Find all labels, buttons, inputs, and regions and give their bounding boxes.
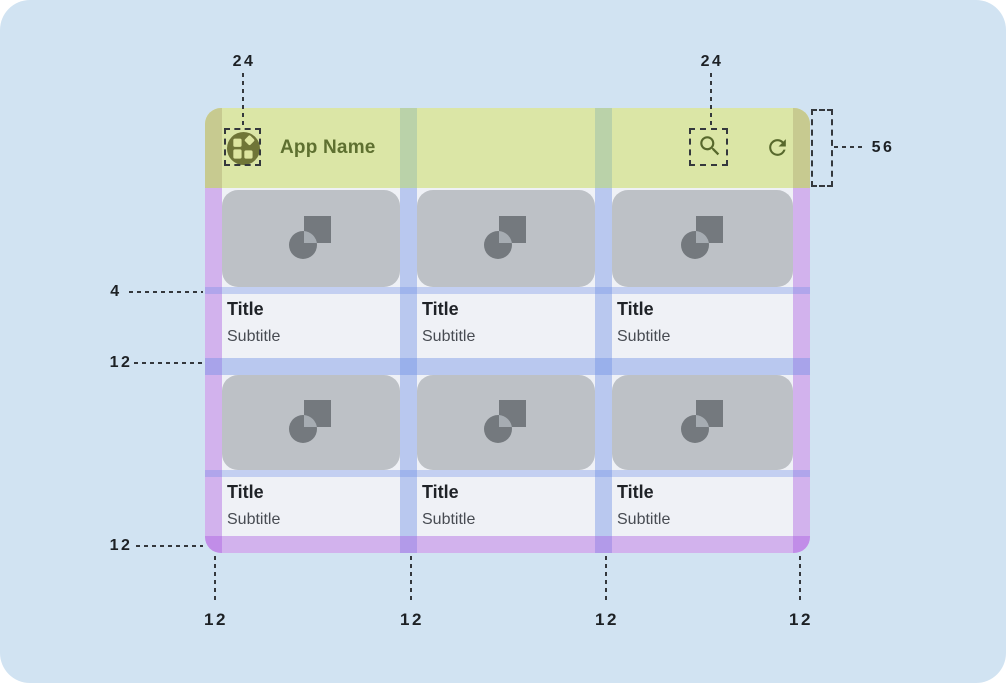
annotation-action-icon-size: 24 [700,53,724,70]
card-4[interactable]: Title Subtitle [222,375,400,536]
top-app-bar: App Name [205,108,810,188]
annotation-line [214,556,216,602]
card-2[interactable]: Title Subtitle [417,190,595,358]
image-placeholder-icon [483,397,529,448]
app-layout-mock: App Name T [205,108,810,553]
card-title: Title [227,482,264,502]
card-image-placeholder [612,375,793,470]
annotation-line [242,73,244,128]
annotation-line [605,556,607,602]
card-5[interactable]: Title Subtitle [417,375,595,536]
right-margin-keyline-appbar [793,108,810,188]
gutter-keyline-appbar-2 [595,108,612,188]
left-margin-keyline-appbar [205,108,222,188]
row-gutter-keyline [205,358,810,375]
annotation-line [410,556,412,602]
card-subtitle: Subtitle [422,511,476,528]
app-bar-title: App Name [280,137,376,158]
nav-icon-measure-box [224,128,261,166]
appbar-height-measure-box [811,109,833,187]
card-image-placeholder [222,375,400,470]
card-subtitle: Subtitle [617,328,671,345]
image-placeholder-icon [288,213,334,264]
refresh-button[interactable] [764,136,790,162]
annotation-bottom-margin: 12 [109,537,133,554]
card-3[interactable]: Title Subtitle [612,190,793,358]
dashboard-grid-icon [227,132,260,168]
card-title: Title [617,482,654,502]
annotation-edge-margin-2: 12 [400,610,424,629]
annotation-edge-margin-3: 12 [595,610,619,629]
annotation-image-text-gap: 4 [110,283,122,300]
annotation-line [710,73,712,126]
column-gutter-keyline-2 [595,188,612,553]
annotation-edge-margin-4: 12 [789,610,813,629]
card-image-placeholder [417,190,595,287]
annotation-line [799,556,801,602]
left-margin-keyline [205,188,222,553]
card-image-placeholder [222,190,400,287]
card-1[interactable]: Title Subtitle [222,190,400,358]
image-placeholder-icon [680,397,726,448]
card-image-placeholder [612,190,793,287]
image-placeholder-icon [288,397,334,448]
annotation-line [834,146,866,148]
refresh-icon [765,135,790,163]
card-title: Title [227,299,264,319]
card-6[interactable]: Title Subtitle [612,375,793,536]
annotation-line [129,291,203,293]
bottom-margin-keyline [205,536,810,553]
right-margin-keyline [793,188,810,553]
search-button[interactable] [692,130,728,165]
annotation-edge-margin-1: 12 [204,610,228,629]
annotation-row-gutter: 12 [109,354,133,371]
app-nav-button[interactable] [227,132,260,165]
card-subtitle: Subtitle [422,328,476,345]
search-icon [697,133,723,162]
search-icon-measure-box [689,128,728,166]
card-title: Title [422,482,459,502]
card-subtitle: Subtitle [227,328,281,345]
card-subtitle: Subtitle [227,511,281,528]
annotation-line [134,362,203,364]
card-image-placeholder [417,375,595,470]
annotation-nav-icon-size: 24 [232,53,256,70]
card-title: Title [422,299,459,319]
annotation-appbar-height: 56 [871,139,895,156]
annotation-line [136,545,203,547]
gutter-keyline-appbar-1 [400,108,417,188]
card-subtitle: Subtitle [617,511,671,528]
image-placeholder-icon [483,213,529,264]
column-gutter-keyline-1 [400,188,417,553]
card-title: Title [617,299,654,319]
image-placeholder-icon [680,213,726,264]
